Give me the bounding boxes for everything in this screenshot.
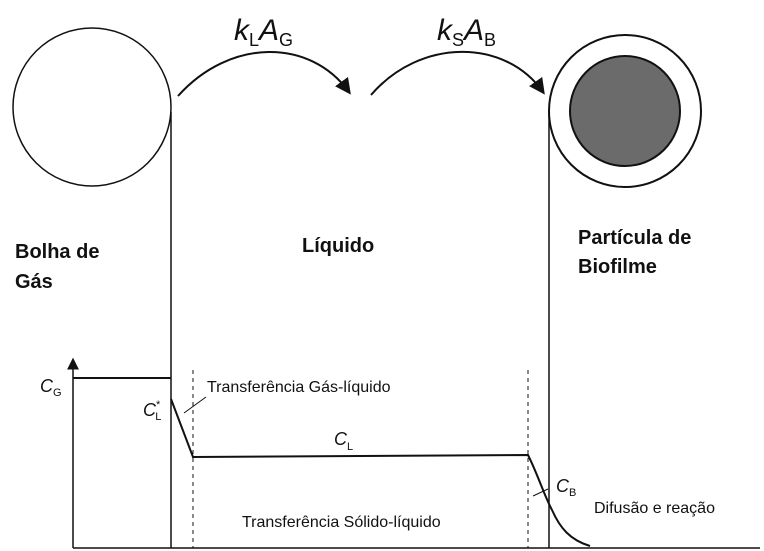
c-liquid-interface-label: C*L xyxy=(143,399,161,423)
gas-bubble-label-line2: Gás xyxy=(15,271,53,293)
solid-liquid-transfer-annotation: Transferência Sólido-líquido xyxy=(242,514,441,531)
biofilm-particle-core xyxy=(569,55,681,167)
gas-liquid-transfer-arrow xyxy=(177,51,351,97)
gas-bubble-label-line1: Bolha de xyxy=(15,241,99,263)
gas-liquid-coefficient: kLAG xyxy=(234,14,293,50)
solid-liquid-transfer-arrow xyxy=(370,50,545,96)
solid-liquid-coefficient: kSAB xyxy=(437,14,496,50)
gas-bubble-label: Bolha de Gás xyxy=(15,241,105,293)
concentration-profile xyxy=(73,377,591,547)
solid-liquid-annotation-leader xyxy=(532,488,549,497)
gas-liquid-annotation-leader xyxy=(183,396,207,414)
biofilm-label-line1: Partícula de xyxy=(578,227,691,249)
diffusion-reaction-annotation: Difusão e reação xyxy=(594,500,715,517)
biofilm-label-line2: Biofilme xyxy=(578,256,657,278)
gas-bubble xyxy=(12,27,172,187)
gas-liquid-transfer-annotation: Transferência Gás-líquido xyxy=(207,379,391,396)
c-liquid-label: CL xyxy=(334,429,353,453)
biofilm-particle-label: Partícula de Biofilme xyxy=(578,227,697,278)
liquid-label: Líquido xyxy=(302,235,374,257)
c-gas-label: CG xyxy=(40,376,62,399)
c-biofilm-label: CB xyxy=(556,476,576,499)
biofilm-particle xyxy=(548,34,702,188)
